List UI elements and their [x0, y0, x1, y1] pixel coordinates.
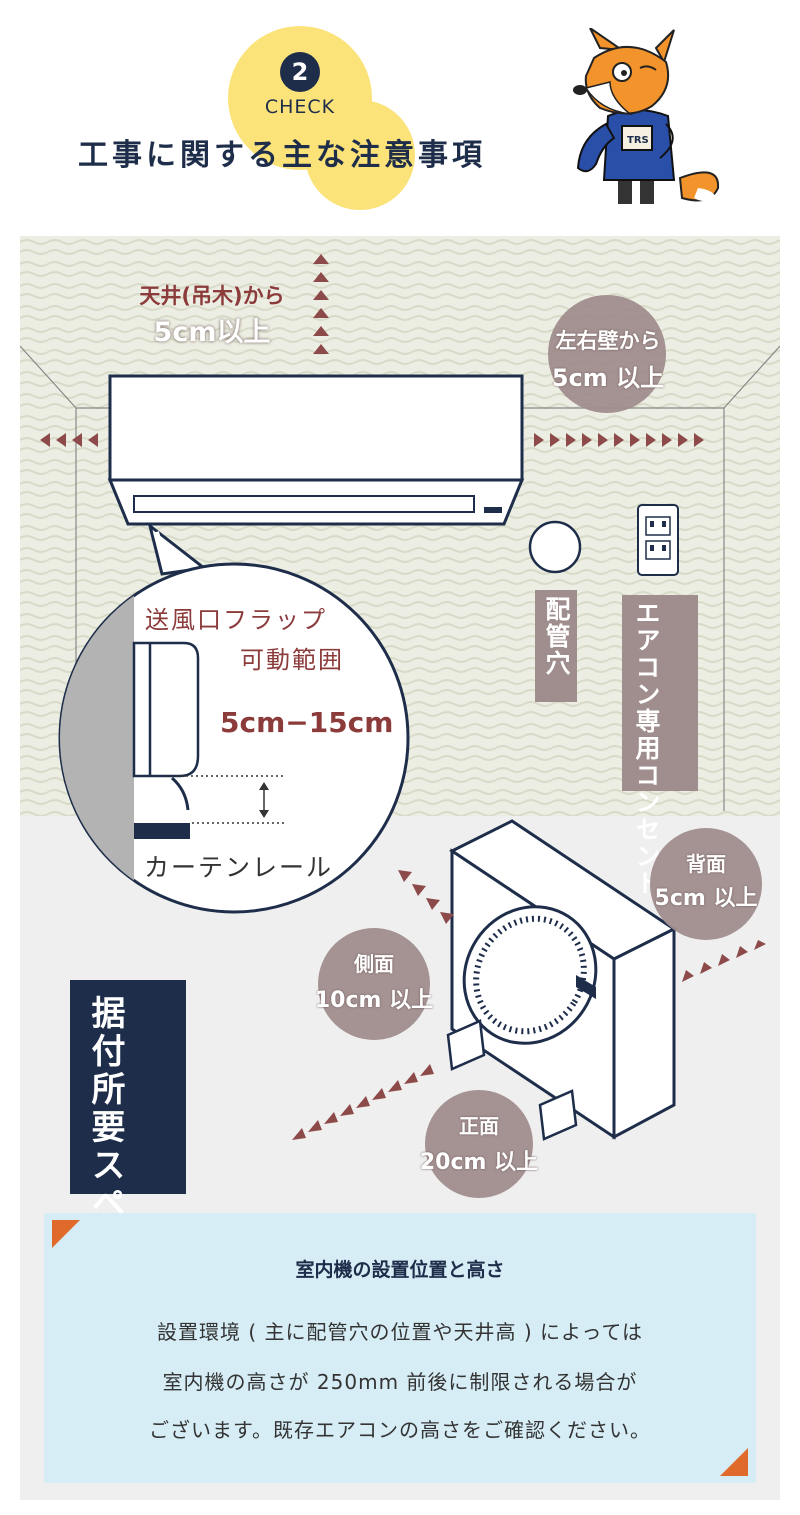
- corner-accent-bottom-right: [720, 1448, 748, 1476]
- outdoor-ac-unit: [446, 819, 677, 1141]
- back-bubble: [650, 828, 762, 940]
- info-line-1: 設置環境 ( 主に配管穴の位置や天井高 ) によっては: [156, 1320, 644, 1344]
- side-bubble: [318, 928, 430, 1040]
- info-line-3: ございます。既存エアコンの高さをご確認ください。: [149, 1418, 651, 1442]
- flap-zoom-callout: [58, 522, 410, 914]
- side-label-line1: 側面: [354, 952, 394, 976]
- outlet-tag: [622, 595, 698, 791]
- flap-range-value: 5cm−15cm: [220, 706, 394, 739]
- ceiling-clearance-line1: 天井(吊木)から: [139, 284, 285, 308]
- side-wall-bubble: [548, 295, 666, 413]
- page-title: 工事に関する主な注意事項: [78, 138, 486, 173]
- install-space-label: 据付所要スペース: [85, 995, 125, 1299]
- outlet-label: エアコン専用コンセント: [632, 600, 661, 897]
- info-line-2: 室内機の高さが 250mm 前後に制限される場合が: [162, 1370, 638, 1394]
- back-clearance-arrows: [682, 940, 766, 982]
- check-label: CHECK: [264, 96, 336, 118]
- ceiling-clearance-label: 天井(吊木)から 5cm以上: [112, 280, 312, 349]
- pipe-hole-label: 配管穴: [542, 596, 571, 677]
- back-label-line1: 背面: [686, 852, 726, 876]
- side-clearance-arrows: [398, 870, 454, 924]
- info-panel: [44, 1213, 756, 1483]
- check-number-badge: 2: [280, 52, 320, 92]
- side-label-line2: 10cm 以上: [314, 988, 434, 1013]
- info-title: 室内機の設置位置と高さ: [295, 1259, 505, 1281]
- left-clearance-arrows: [40, 433, 98, 447]
- fox-mascot-icon: TRS: [573, 28, 720, 204]
- curtain-rail-label: カーテンレール: [144, 853, 334, 882]
- side-wall-line2: 5cm 以上: [551, 364, 665, 392]
- install-space-box: [70, 980, 186, 1194]
- front-label-line1: 正面: [459, 1114, 499, 1138]
- indoor-ac-unit: [107, 374, 525, 526]
- pipe-hole-icon: [528, 520, 582, 574]
- corner-accent-top-left: [52, 1220, 80, 1248]
- ceiling-clearance-line2: 5cm以上: [153, 317, 271, 348]
- front-clearance-arrows: [292, 1064, 434, 1140]
- right-clearance-arrows: [534, 433, 704, 447]
- front-label-line2: 20cm 以上: [419, 1150, 539, 1175]
- flap-title-line1: 送風口フラップ: [145, 606, 327, 634]
- power-outlet-icon: [637, 504, 679, 576]
- side-wall-line1: 左右壁から: [555, 329, 661, 353]
- mascot-badge-text: TRS: [627, 135, 649, 146]
- front-bubble: [425, 1090, 533, 1198]
- back-label-line2: 5cm 以上: [654, 886, 758, 911]
- flap-title-line2: 可動範囲: [240, 646, 344, 674]
- header-decoration: [228, 26, 415, 210]
- pipe-hole-tag: [535, 590, 577, 702]
- ceiling-clearance-arrows: [313, 254, 329, 354]
